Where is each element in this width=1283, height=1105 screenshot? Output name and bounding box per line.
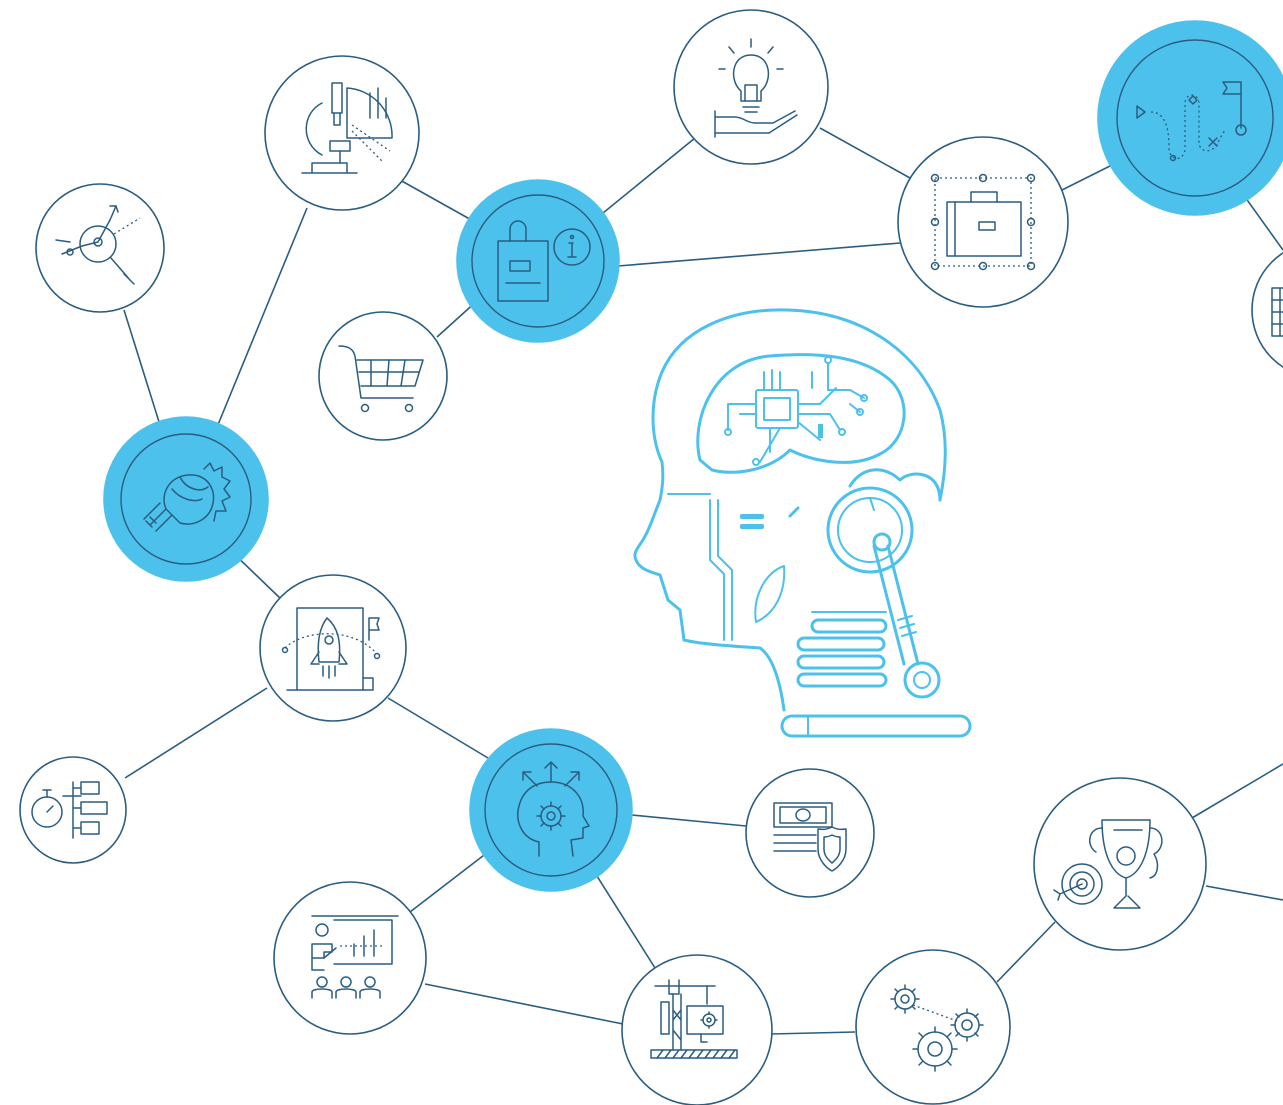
- edge-thinking-money: [631, 814, 747, 827]
- edge-presentation-construction: [424, 983, 624, 1025]
- edge-research-power: [214, 207, 308, 433]
- crane-gear-icon: [650, 979, 738, 1059]
- stopwatch-flow-icon: [31, 781, 108, 839]
- route-flag-icon: [1136, 81, 1247, 162]
- node-power: [103, 416, 269, 582]
- node-timing: [19, 756, 127, 864]
- edge-business-strategy: [1061, 164, 1113, 191]
- edge-thinking-construction: [589, 864, 656, 969]
- node-strategy: [1097, 20, 1283, 216]
- microscope-chart-icon: [301, 82, 393, 174]
- node-construction: [621, 954, 773, 1105]
- edge-shopping-business: [617, 242, 901, 267]
- node-business: [897, 136, 1069, 308]
- node-achievement: [1033, 777, 1207, 951]
- edge-launch-timing: [124, 687, 268, 779]
- node-launch: [259, 574, 407, 722]
- edge-thinking-presentation: [409, 851, 489, 913]
- lightbulb-hand-icon: [714, 38, 798, 138]
- ai-robot-head-icon: [633, 308, 972, 738]
- node-research-lab: [264, 55, 420, 211]
- trophy-target-icon: [1053, 819, 1163, 909]
- node-cart: [318, 311, 448, 441]
- rocket-plan-icon: [281, 607, 381, 691]
- presentation-audience-icon: [311, 915, 399, 999]
- money-shield-icon: [773, 802, 847, 872]
- node-edge-right: [1251, 252, 1283, 368]
- node-shopping-info: [456, 179, 620, 343]
- edge-achievement-right-bottom: [1205, 885, 1283, 901]
- edge-achievement-right-top: [1191, 763, 1283, 819]
- node-process: [855, 949, 1011, 1105]
- shopping-cart-icon: [338, 345, 424, 413]
- gears-icon: [890, 984, 984, 1072]
- edge-research-shopping: [399, 179, 476, 223]
- punch-fist-icon: [143, 462, 231, 532]
- briefcase-select-icon: [930, 173, 1036, 271]
- head-gear-arrows-icon: [517, 761, 590, 857]
- edge-shopping-idea: [591, 137, 696, 223]
- grid-icon: [1271, 287, 1283, 337]
- magnifier-trend-icon: [55, 205, 141, 285]
- edge-idea-business: [819, 127, 911, 179]
- node-idea: [673, 9, 829, 165]
- shopping-bag-info-icon: [497, 220, 591, 302]
- edge-construction-process: [770, 1031, 856, 1035]
- edge-process-achievement: [996, 921, 1056, 983]
- node-presentation: [273, 881, 427, 1035]
- node-thinking: [469, 728, 633, 892]
- edge-launch-thinking: [387, 697, 489, 759]
- node-analytics: [35, 183, 165, 313]
- edge-analytics-power: [123, 309, 161, 426]
- node-money-security: [745, 768, 875, 898]
